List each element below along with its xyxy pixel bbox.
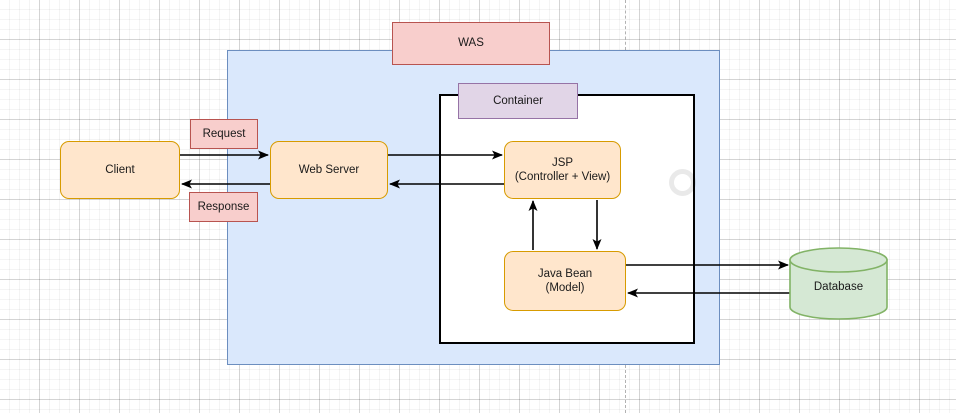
label-response-text: Response [197,200,250,213]
label-container-text: Container [493,94,543,107]
node-jsp[interactable]: JSP (Controller + View) [504,141,621,199]
label-response[interactable]: Response [189,192,258,222]
label-request-text: Request [202,127,246,140]
spinner-icon [669,169,696,196]
database-text: Database [813,280,864,293]
node-java-bean[interactable]: Java Bean (Model) [504,251,626,311]
node-client-label: Client [105,163,135,176]
node-database-label: Database [790,262,887,312]
node-web-server[interactable]: Web Server [270,141,388,199]
page-break-guide-lower [625,365,626,413]
node-jsp-label: JSP (Controller + View) [514,156,611,183]
page-break-guide [625,0,626,50]
label-container[interactable]: Container [458,83,578,119]
label-was-text: WAS [458,37,484,50]
node-client[interactable]: Client [60,141,180,199]
label-request[interactable]: Request [190,119,258,149]
node-java-bean-label: Java Bean (Model) [537,267,593,294]
node-web-server-label: Web Server [298,163,360,176]
label-was[interactable]: WAS [392,22,550,65]
